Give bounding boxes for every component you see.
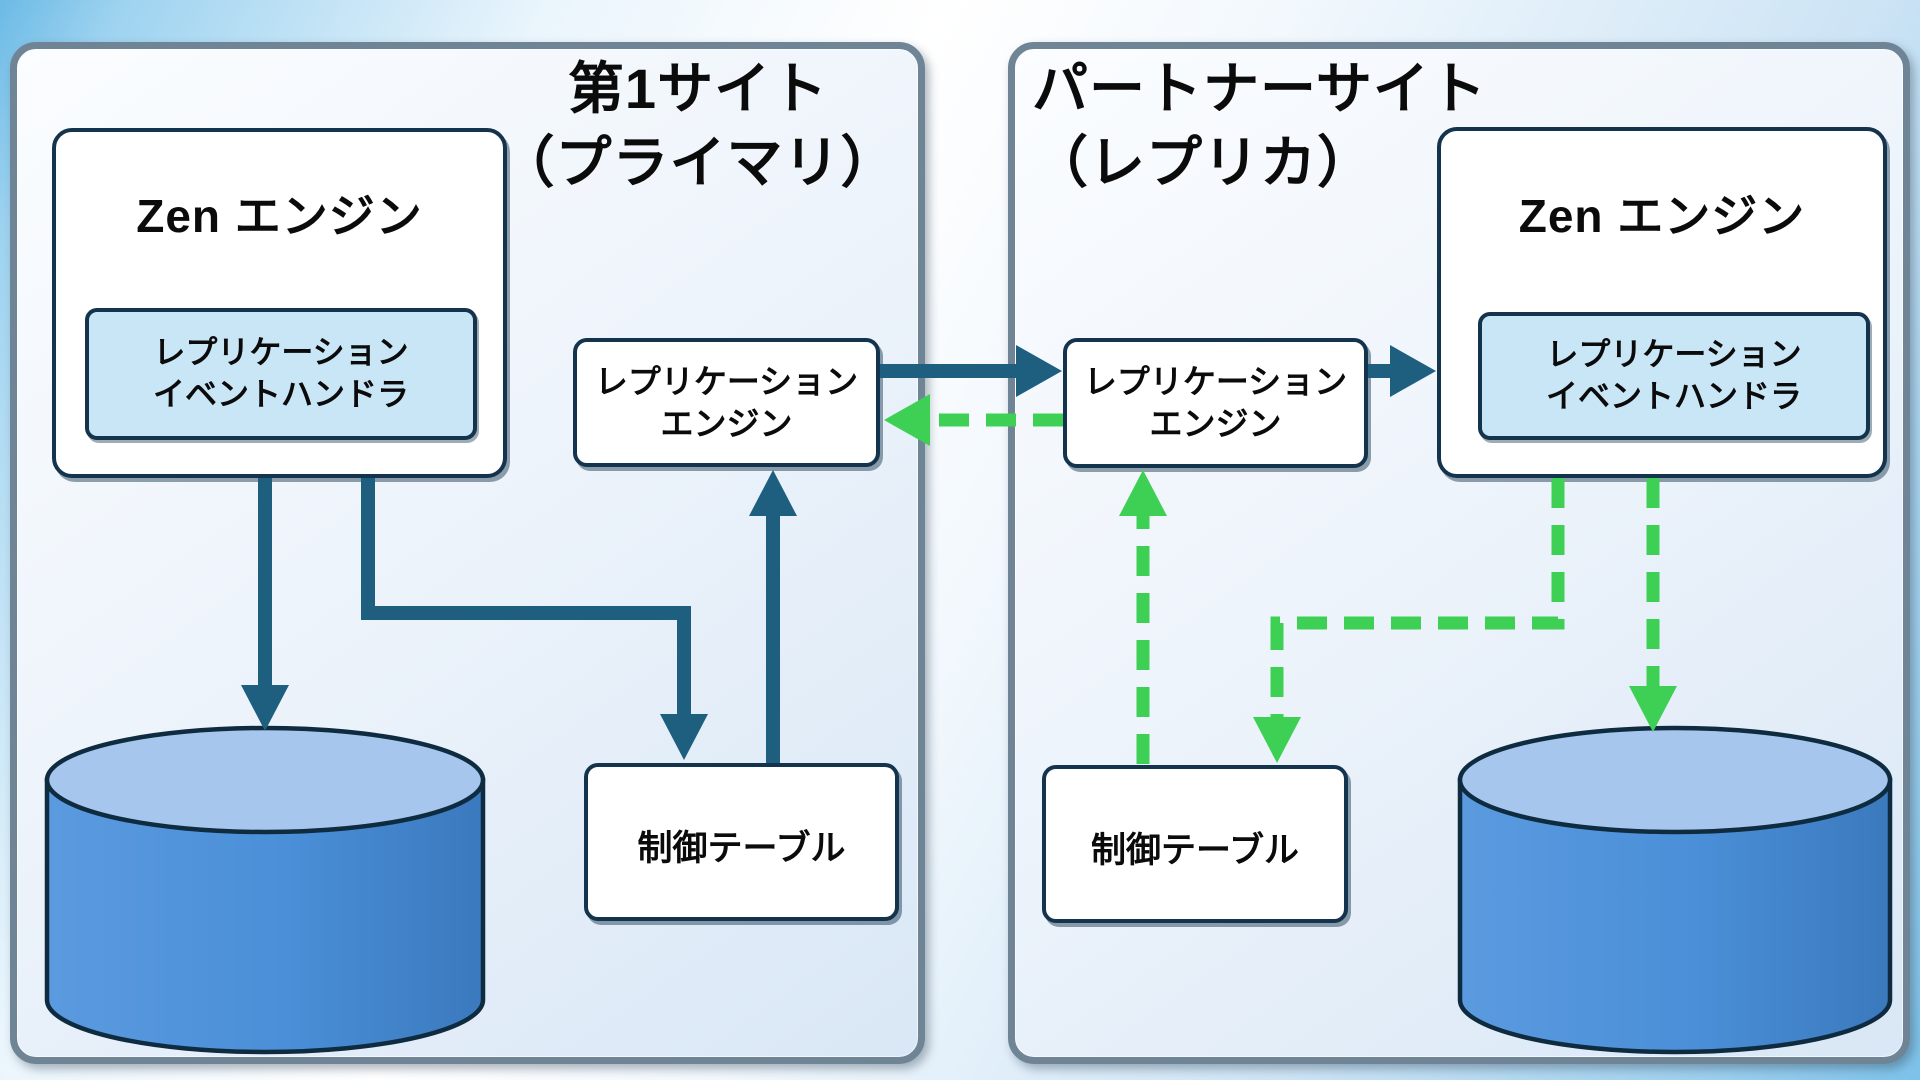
site-replica-title: パートナーサイト （レプリカ） <box>1032 52 1652 200</box>
engine-primary-line1: レプリケーション <box>594 362 859 400</box>
handler-replica-line2: イベントハンドラ <box>1545 378 1802 414</box>
site-primary-title-line1: 第1サイト <box>567 57 829 120</box>
control-table-primary: 制御テーブル <box>584 763 899 921</box>
replication-event-handler-replica: レプリケーション イベントハンドラ <box>1478 312 1870 440</box>
site-replica-title-line1: パートナーサイト <box>1032 57 1487 120</box>
handler-replica-line1: レプリケーション <box>1546 336 1802 373</box>
engine-replica-line2: エンジン <box>1149 405 1282 442</box>
handler-primary-line2: イベントハンドラ <box>152 376 409 412</box>
replication-engine-primary: レプリケーション エンジン <box>573 338 880 467</box>
control-table-primary-label: 制御テーブル <box>637 828 846 868</box>
control-table-replica-label: 制御テーブル <box>1091 830 1299 870</box>
zen-engine-label-primary: Zen エンジン <box>136 190 423 242</box>
handler-primary-line1: レプリケーション <box>153 334 409 371</box>
engine-replica-line1: レプリケーション <box>1083 363 1348 401</box>
replication-engine-replica: レプリケーション エンジン <box>1063 338 1368 468</box>
zen-engine-label-replica: Zen エンジン <box>1518 190 1806 242</box>
control-table-replica: 制御テーブル <box>1042 765 1348 923</box>
engine-primary-line2: エンジン <box>660 404 793 442</box>
site-primary-title: 第1サイト （プライマリ） <box>488 52 908 200</box>
replication-event-handler-primary: レプリケーション イベントハンドラ <box>85 308 477 440</box>
site-replica-title-line2: （レプリカ） <box>1032 130 1374 194</box>
site-primary-title-line2: （プライマリ） <box>498 130 898 194</box>
